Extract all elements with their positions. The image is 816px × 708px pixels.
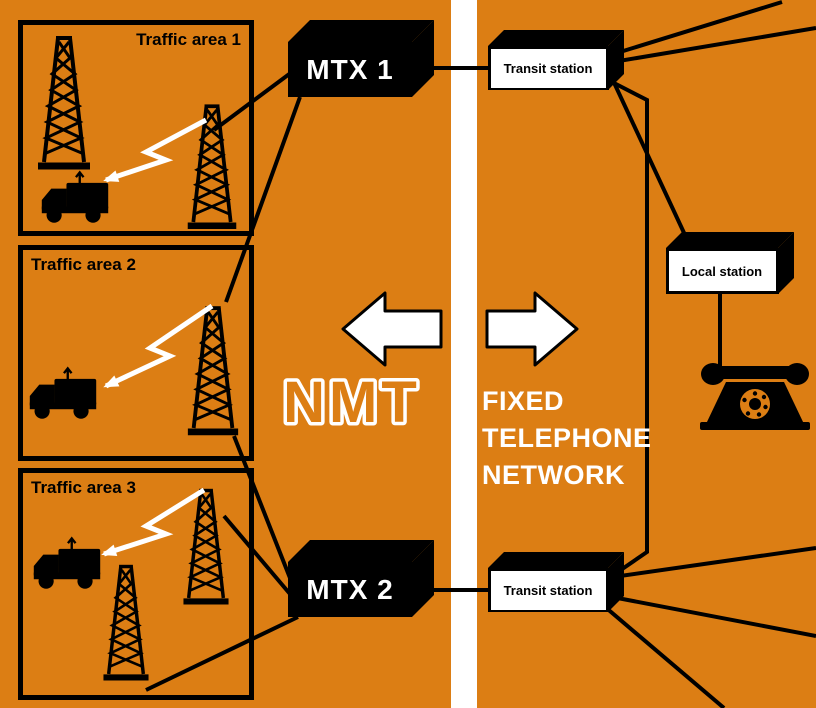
radio-tower-icon <box>183 488 229 605</box>
fixed-network-line-2: TELEPHONE <box>482 423 652 453</box>
nmt-title: NMT <box>252 367 452 445</box>
right-arrow-icon <box>485 291 579 367</box>
telephone-icon <box>700 363 810 430</box>
traffic-area-3-label: Traffic area 3 <box>31 478 136 497</box>
nmt-title-text: NMT <box>283 370 421 435</box>
transit-station-bottom-label: Transit station <box>503 582 593 598</box>
nmt-title-shape: NMT <box>280 367 421 439</box>
fixed-network-line-3: NETWORK <box>482 460 625 490</box>
mobile-unit-truck-icon <box>41 170 109 223</box>
fixed-network-line-1: FIXED <box>482 386 565 416</box>
transit-station-top-label: Transit station <box>503 60 593 76</box>
network-divider-stripe <box>451 0 477 708</box>
mtx-1-box: MTX 1 <box>288 20 434 97</box>
radio-tower-icon <box>38 36 90 170</box>
traffic-area-2-label: Traffic area 2 <box>31 255 136 274</box>
local-station-shape <box>666 232 794 294</box>
mtx-1-box-shape <box>288 20 434 97</box>
transit-station-top-box: Transit station <box>488 30 624 90</box>
traffic-area-1-label: Traffic area 1 <box>136 30 241 49</box>
mtx-2-box-shape <box>288 540 434 617</box>
mtx-1-label: MTX 1 <box>306 53 394 85</box>
traffic-area-2-box: Traffic area 2 <box>18 245 254 461</box>
mtx-2-label: MTX 2 <box>306 573 394 605</box>
radio-tower-icon <box>187 306 239 436</box>
local-station-label: Local station <box>681 263 763 279</box>
mtx-2-box: MTX 2 <box>288 540 434 617</box>
fixed-network-title: FIXED TELEPHONE NETWORK <box>482 383 652 494</box>
left-arrow-icon <box>341 291 443 367</box>
mobile-unit-truck-icon <box>29 366 97 419</box>
transit-station-bottom-box: Transit station <box>488 552 624 612</box>
radio-tower-icon <box>103 564 149 681</box>
local-station-box: Local station <box>666 232 794 294</box>
radio-tower-icon <box>187 104 237 229</box>
mobile-unit-truck-icon <box>33 536 101 589</box>
